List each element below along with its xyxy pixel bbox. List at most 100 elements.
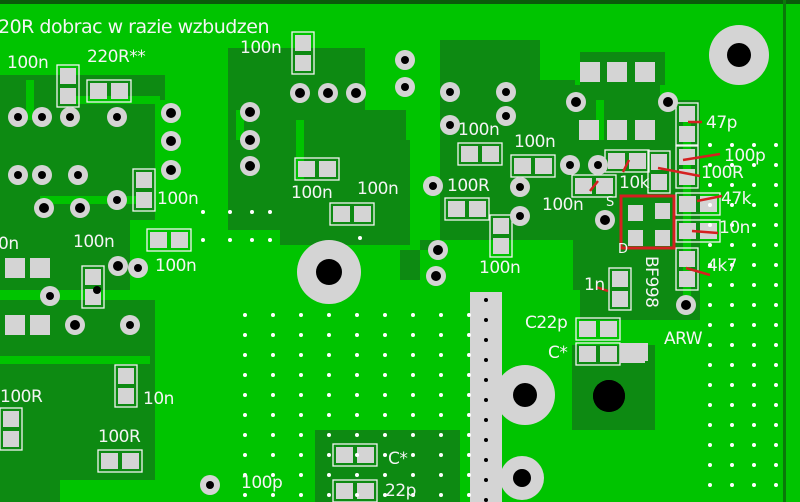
via: [708, 183, 712, 187]
pad: [579, 321, 596, 337]
via: [708, 403, 712, 407]
drill: [316, 259, 342, 285]
drill: [113, 261, 123, 271]
label-c: 100n: [240, 38, 282, 58]
square-pad: [30, 315, 50, 335]
pad: [535, 158, 552, 174]
label-c: 100p: [724, 146, 766, 166]
component-outline: [675, 102, 699, 146]
via: [250, 238, 254, 242]
drill: [245, 135, 255, 145]
pad: [336, 483, 353, 499]
via: [730, 203, 734, 207]
via: [327, 413, 331, 417]
via: [411, 373, 415, 377]
pad: [333, 206, 350, 222]
label-c: 22p: [385, 481, 416, 501]
drill: [513, 469, 531, 487]
via: [299, 333, 303, 337]
pad: [171, 232, 188, 248]
via: [383, 333, 387, 337]
pad: [700, 223, 717, 239]
via: [228, 238, 232, 242]
via: [774, 423, 778, 427]
via: [708, 443, 712, 447]
pad: [620, 345, 645, 363]
via: [752, 183, 756, 187]
drill: [571, 97, 581, 107]
via: [358, 236, 362, 240]
square-pad: [580, 62, 600, 82]
pad: [136, 192, 152, 208]
pad: [679, 126, 695, 142]
pointer-mark: [685, 266, 711, 277]
drill: [66, 113, 74, 121]
via: [752, 243, 756, 247]
via: [271, 313, 275, 317]
pad: [679, 196, 696, 212]
pad: [608, 153, 625, 169]
via: [439, 413, 443, 417]
via: [268, 238, 272, 242]
via: [752, 143, 756, 147]
via: [708, 223, 712, 227]
drill: [93, 286, 101, 294]
via: [708, 303, 712, 307]
label-transistor: BF998: [641, 256, 661, 308]
via: [355, 433, 359, 437]
component-outline: [608, 267, 632, 311]
pad: [3, 431, 19, 447]
label-r: 220R**: [87, 47, 146, 67]
drill: [401, 83, 409, 91]
via: [730, 283, 734, 287]
via: [299, 473, 303, 477]
pad: [612, 271, 628, 287]
via: [411, 433, 415, 437]
via: [383, 493, 387, 497]
label-c: C*: [548, 343, 568, 363]
drill: [166, 108, 176, 118]
drill: [38, 171, 46, 179]
via: [730, 143, 734, 147]
label-r: 4k7: [707, 256, 737, 276]
label-arw: ARW: [664, 329, 703, 349]
via: [708, 203, 712, 207]
pad: [85, 269, 101, 285]
via: [774, 363, 778, 367]
component-outline: [291, 31, 315, 75]
component-outline: [114, 364, 138, 408]
via: [730, 303, 734, 307]
via: [271, 333, 275, 337]
component-outline: [457, 142, 503, 166]
via: [439, 493, 443, 497]
via: [774, 203, 778, 207]
via: [752, 403, 756, 407]
via: [271, 393, 275, 397]
square-pad: [607, 62, 627, 82]
label-r: 100R: [98, 427, 141, 447]
via: [730, 363, 734, 367]
via: [708, 383, 712, 387]
label-r: 100R: [701, 163, 744, 183]
via: [730, 263, 734, 267]
via: [327, 433, 331, 437]
via: [411, 393, 415, 397]
via: [708, 243, 712, 247]
pad: [679, 106, 695, 122]
via: [730, 183, 734, 187]
via: [730, 343, 734, 347]
via: [730, 223, 734, 227]
label-c: 0n: [0, 234, 19, 254]
label-c: 100n: [157, 189, 199, 209]
drill: [245, 107, 255, 117]
label-r: 100R: [447, 176, 490, 196]
pointer-mark: [696, 194, 723, 203]
via: [355, 393, 359, 397]
via: [383, 313, 387, 317]
label-drain: D: [618, 242, 628, 257]
via: [411, 453, 415, 457]
via: [708, 343, 712, 347]
via: [774, 383, 778, 387]
highlight-marks: [589, 120, 723, 293]
drill: [46, 292, 54, 300]
